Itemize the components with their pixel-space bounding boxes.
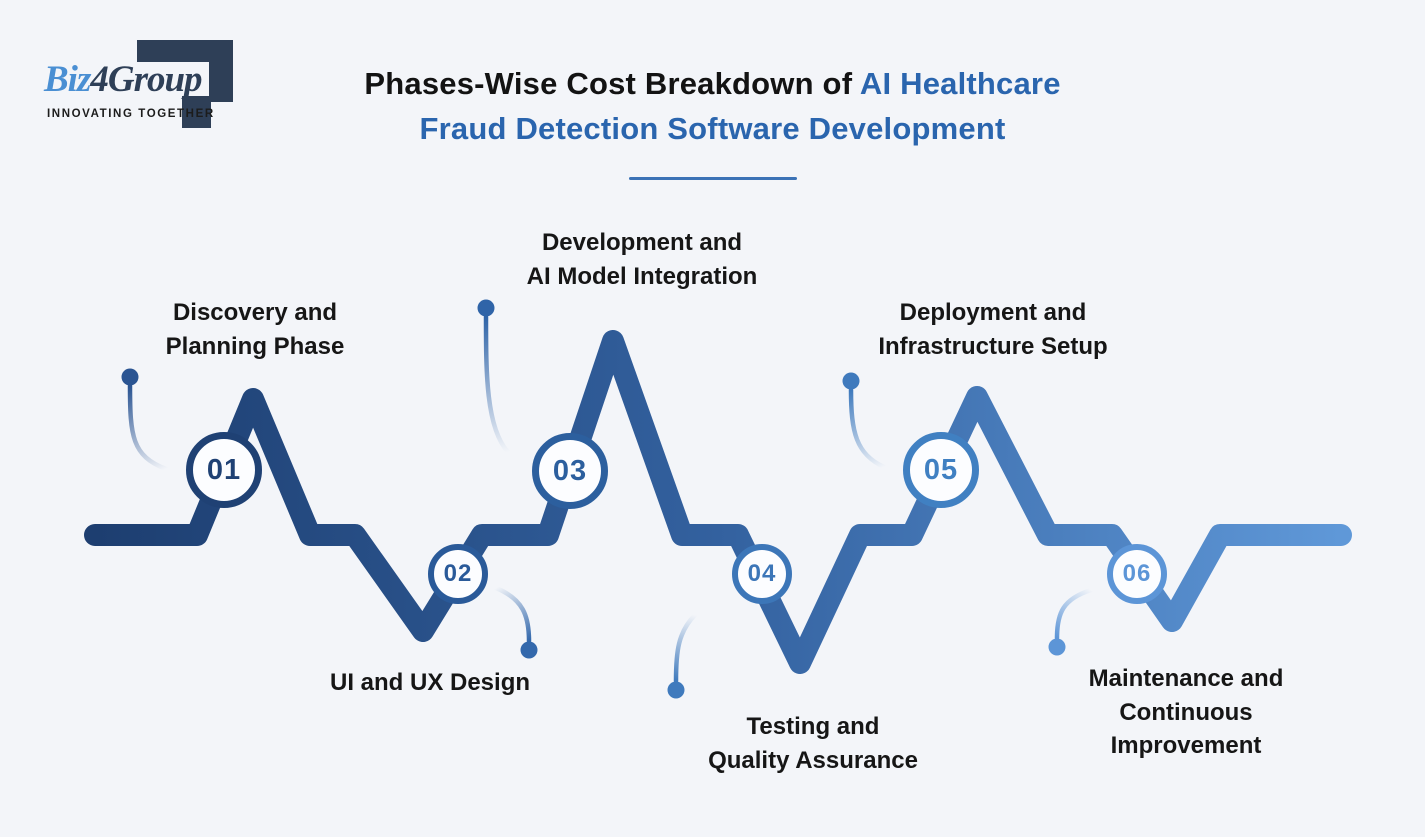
logo-bracket-icon bbox=[137, 40, 233, 128]
phase-label-testing: Testing and Quality Assurance bbox=[708, 713, 918, 774]
title-line1: Phases-Wise Cost Breakdown of bbox=[364, 66, 860, 101]
title-line1-accent: AI Healthcare bbox=[859, 66, 1061, 101]
connector-dot-5 bbox=[842, 372, 860, 390]
connector-dot-6 bbox=[1048, 638, 1066, 656]
phase-badge-06: 06 bbox=[1107, 544, 1167, 604]
logo-word-biz: Biz bbox=[44, 59, 91, 100]
phase-number-01: 01 bbox=[206, 453, 242, 486]
phase-label-ui-ux: UI and UX Design bbox=[329, 669, 531, 696]
connector-dot-3 bbox=[477, 299, 495, 317]
connector-phase-5 bbox=[842, 372, 887, 470]
logo-word-4: 4 bbox=[90, 59, 108, 100]
phase-label-maintenance: Maintenance and Continuous Improvement bbox=[1088, 665, 1284, 760]
title-line2: Fraud Detection Software Development bbox=[419, 110, 1006, 146]
phase-label-development: Development and AI Model Integration bbox=[526, 229, 758, 290]
phase-number-03: 03 bbox=[552, 454, 588, 487]
title-underline bbox=[629, 177, 797, 180]
connector-phase-4 bbox=[667, 612, 698, 699]
phase-badge-05: 05 bbox=[903, 432, 979, 508]
connector-dot-2 bbox=[520, 641, 538, 659]
phase-badge-02: 02 bbox=[428, 544, 488, 604]
phase-number-05: 05 bbox=[923, 453, 959, 486]
connector-dot-1 bbox=[121, 368, 139, 386]
connector-phase-2 bbox=[493, 585, 538, 659]
phase-badge-04: 04 bbox=[732, 544, 792, 604]
connector-dot-4 bbox=[667, 681, 685, 699]
phase-number-02: 02 bbox=[443, 560, 473, 587]
logo-wordmark: Biz4Group bbox=[44, 58, 203, 101]
wave-path bbox=[84, 330, 1352, 674]
logo-tagline: INNOVATING TOGETHER bbox=[47, 108, 215, 120]
phase-number-06: 06 bbox=[1122, 560, 1152, 587]
phase-badge-03: 03 bbox=[532, 433, 608, 509]
phase-number-04: 04 bbox=[747, 560, 777, 587]
connector-phase-1 bbox=[121, 368, 169, 472]
page-title: Phases-Wise Cost Breakdown of AI Healthc… bbox=[0, 62, 1425, 152]
phase-label-discovery: Discovery and Planning Phase bbox=[165, 299, 345, 360]
phase-label-deployment: Deployment and Infrastructure Setup bbox=[878, 299, 1108, 360]
logo-word-group: Group bbox=[107, 59, 203, 100]
connector-phase-6 bbox=[1048, 587, 1094, 656]
connector-phase-3 bbox=[477, 299, 511, 455]
phase-badge-01: 01 bbox=[186, 432, 262, 508]
